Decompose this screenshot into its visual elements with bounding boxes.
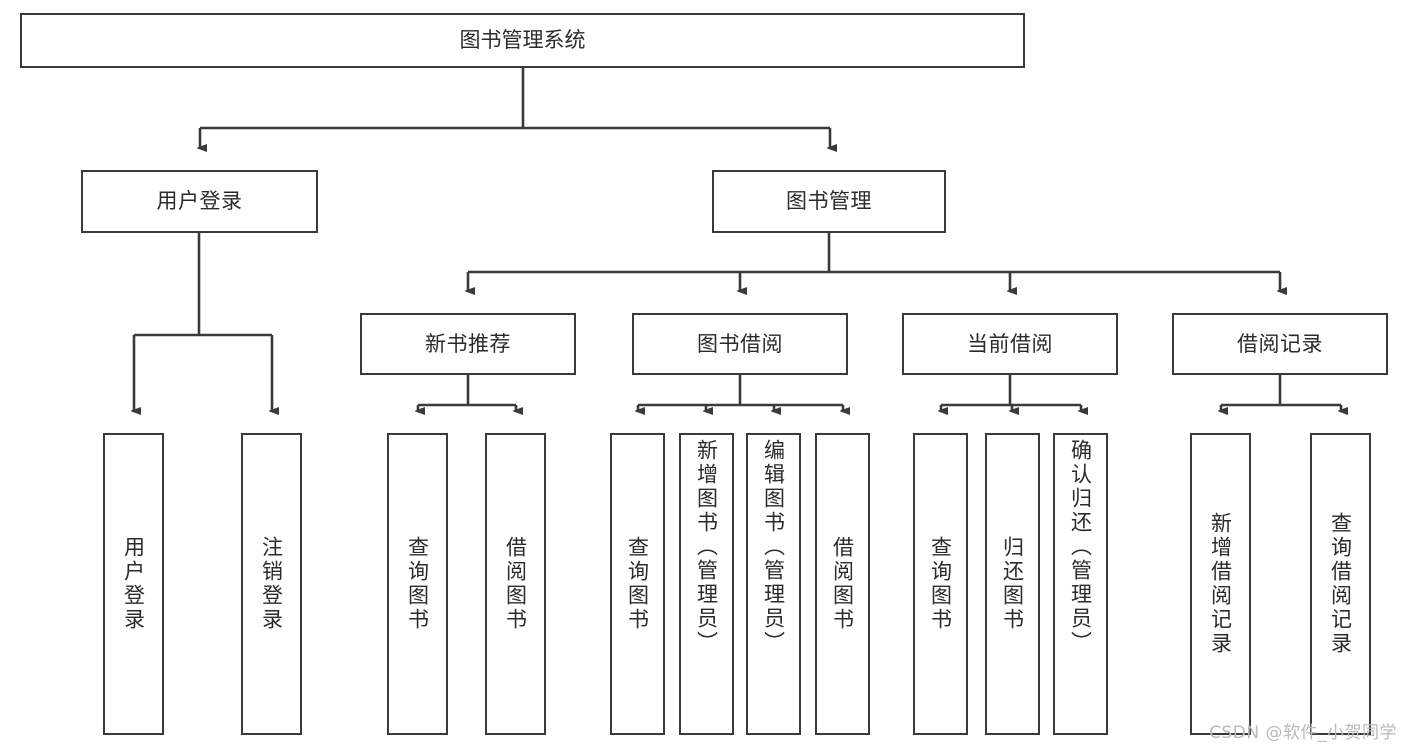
node-user-logout-label: 注销登录 — [259, 536, 284, 632]
node-current-borrow-label: 当前借阅 — [967, 331, 1053, 356]
node-new-book-recommend-label: 新书推荐 — [425, 331, 511, 356]
node-cb-return-book-label: 归还图书 — [1000, 536, 1025, 632]
node-cb-confirm-return-admin-label: 确认归还（管理员） — [1068, 439, 1093, 655]
node-user-login-do[interactable]: 用户登录 — [103, 433, 164, 735]
node-br-query-record[interactable]: 查询借阅记录 — [1310, 433, 1371, 735]
node-nbr-borrow-book[interactable]: 借阅图书 — [485, 433, 546, 735]
node-book-manage-label: 图书管理 — [786, 189, 872, 214]
node-user-login-label: 用户登录 — [156, 189, 243, 214]
node-bb-query-book[interactable]: 查询图书 — [610, 433, 665, 735]
node-book-borrow[interactable]: 图书借阅 — [632, 313, 848, 375]
node-bb-edit-book-admin[interactable]: 编辑图书（管理员） — [746, 433, 801, 735]
node-book-manage[interactable]: 图书管理 — [712, 170, 946, 233]
node-br-query-record-label: 查询借阅记录 — [1328, 512, 1353, 656]
node-br-add-record-label: 新增借阅记录 — [1208, 512, 1233, 656]
node-book-borrow-label: 图书借阅 — [697, 331, 783, 356]
node-cb-query-book-label: 查询图书 — [928, 536, 953, 632]
node-br-add-record[interactable]: 新增借阅记录 — [1190, 433, 1251, 735]
node-user-logout[interactable]: 注销登录 — [241, 433, 302, 735]
node-bb-edit-book-admin-label: 编辑图书（管理员） — [761, 439, 786, 655]
node-cb-return-book[interactable]: 归还图书 — [985, 433, 1040, 735]
node-nbr-borrow-book-label: 借阅图书 — [503, 536, 528, 632]
node-nbr-query-book-label: 查询图书 — [405, 536, 430, 632]
node-new-book-recommend[interactable]: 新书推荐 — [360, 313, 576, 375]
node-current-borrow[interactable]: 当前借阅 — [902, 313, 1118, 375]
node-bb-add-book-admin[interactable]: 新增图书（管理员） — [679, 433, 734, 735]
node-user-login-do-label: 用户登录 — [121, 536, 146, 632]
node-cb-query-book[interactable]: 查询图书 — [913, 433, 968, 735]
node-root[interactable]: 图书管理系统 — [20, 13, 1025, 68]
node-borrow-records-label: 借阅记录 — [1237, 331, 1323, 356]
node-bb-query-book-label: 查询图书 — [625, 536, 650, 632]
watermark: CSDN @软件_小贺同学 — [1209, 723, 1397, 743]
node-user-login[interactable]: 用户登录 — [81, 170, 318, 233]
node-borrow-records[interactable]: 借阅记录 — [1172, 313, 1388, 375]
node-bb-borrow-book[interactable]: 借阅图书 — [815, 433, 870, 735]
node-cb-confirm-return-admin[interactable]: 确认归还（管理员） — [1053, 433, 1108, 735]
node-bb-borrow-book-label: 借阅图书 — [830, 536, 855, 632]
node-bb-add-book-admin-label: 新增图书（管理员） — [694, 439, 719, 655]
node-nbr-query-book[interactable]: 查询图书 — [387, 433, 448, 735]
node-root-label: 图书管理系统 — [459, 28, 586, 53]
